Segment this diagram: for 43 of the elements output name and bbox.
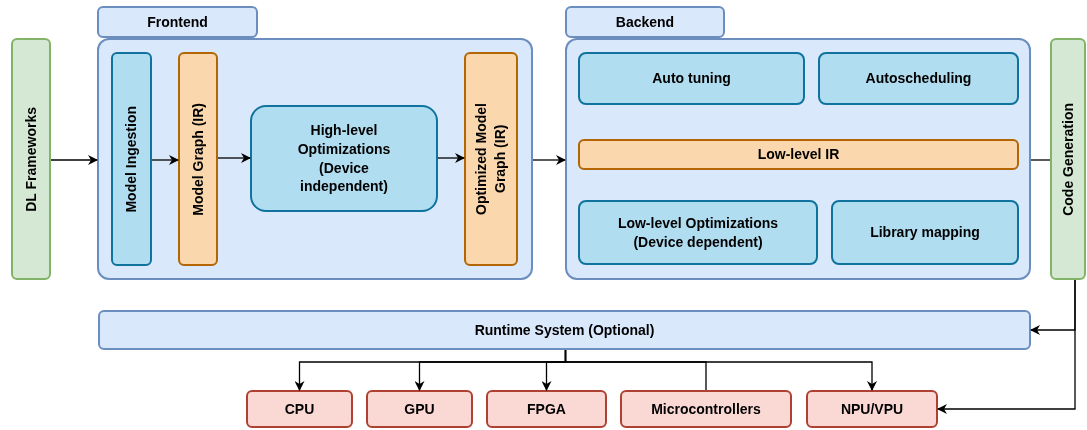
process-box [818, 52, 1019, 105]
arrow [151, 155, 179, 165]
target-box [486, 390, 607, 428]
section-heading: Backend [615, 12, 675, 32]
arrow [564, 349, 877, 391]
section-heading: Frontend [147, 12, 208, 32]
arrow [532, 155, 566, 165]
process-box [250, 105, 438, 212]
node-label: FPGA [527, 399, 566, 419]
node-label: Optimized Model Graph (IR) [472, 102, 509, 217]
node-label: Runtime System (Optional) [474, 320, 655, 340]
process-box [578, 52, 805, 105]
data-box [578, 139, 1019, 170]
arrow [437, 153, 465, 163]
node-label: High-level Optimizations (Device independent) [296, 120, 392, 197]
node-label: Model Ingestion [122, 105, 141, 213]
node-label: Auto tuning [652, 69, 731, 88]
data-box [464, 52, 518, 266]
node-label: Microcontrollers [651, 399, 761, 419]
arrow [937, 279, 1076, 414]
node-label: NPU/VPU [840, 399, 904, 419]
target-box [620, 390, 792, 428]
process-box [831, 200, 1019, 265]
process-box [111, 52, 152, 266]
node-label: Code Generation [1058, 102, 1077, 216]
node-label: GPU [404, 399, 435, 419]
target-box [366, 390, 473, 428]
node-label: DL Frameworks [21, 106, 40, 212]
node-label: Autoscheduling [865, 69, 972, 88]
node-label: CPU [284, 399, 315, 419]
node-label: Low-level IR [757, 145, 840, 164]
arrow [50, 155, 98, 165]
node-label: Library mapping [870, 223, 980, 242]
process-box [98, 310, 1031, 350]
process-box [1050, 38, 1086, 280]
data-box [178, 52, 218, 266]
target-box [806, 390, 938, 428]
process-box [578, 200, 818, 265]
node-label: Model Graph (IR) [188, 102, 207, 216]
node-label: Low-level Optimizations (Device dependent) [616, 213, 780, 252]
process-box [11, 38, 51, 280]
target-box [246, 390, 353, 428]
arrow [217, 153, 251, 163]
